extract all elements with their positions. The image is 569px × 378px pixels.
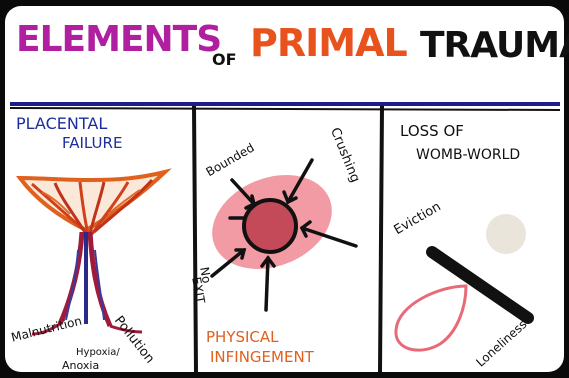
panel-divider-left	[192, 105, 198, 373]
title-divider-shadow	[9, 107, 561, 111]
panel-heading-line1: PLACENTAL	[16, 114, 108, 133]
panel-heading-line1: PHYSICAL	[206, 328, 279, 346]
womb-core-circle	[242, 198, 298, 254]
eviction-black-bar	[426, 246, 534, 324]
label-anoxia: Anoxia	[62, 359, 100, 372]
title-word-primal: PRIMAL	[250, 21, 408, 65]
panel-divider-right	[378, 105, 384, 373]
panel-heading-line1: LOSS OF	[400, 122, 464, 140]
title-word-elements: ELEMENTS	[16, 19, 222, 60]
label-hypoxia: Hypoxia/	[76, 347, 120, 358]
faint-grey-smudge	[486, 214, 526, 254]
title-word-of: OF	[212, 50, 237, 69]
panel-heading-line2: WOMB-WORLD	[416, 147, 521, 163]
womb-sac-outline	[394, 284, 468, 352]
title-word-trauma: TRAUMA	[420, 25, 569, 66]
pressure-blob-with-arrows	[210, 158, 358, 312]
panel-heading-line2: INFINGEMENT	[210, 348, 314, 366]
placenta-tree-drawing	[16, 168, 172, 336]
panel-heading-line2: FAILURE	[62, 134, 123, 152]
eviction-stick-and-sac	[394, 214, 534, 352]
